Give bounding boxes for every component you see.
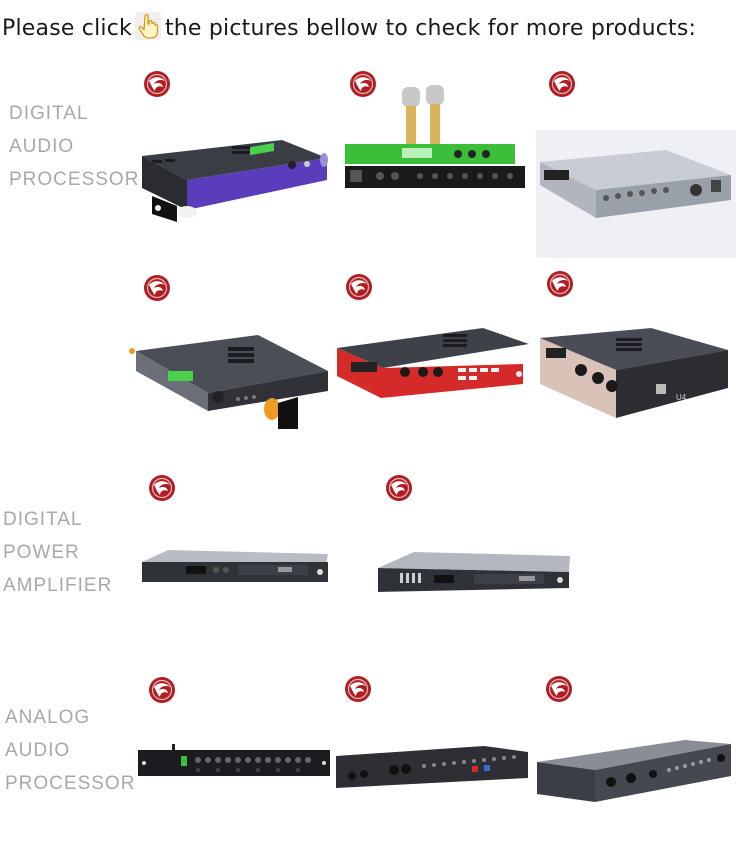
- category-line: AUDIO: [5, 740, 71, 761]
- page-header: Please click the pictures bellow to check…: [2, 12, 696, 41]
- category-label-analog-audio-processor: ANALOG AUDIO PROCESSOR: [5, 701, 135, 800]
- category-line: AMPLIFIER: [3, 575, 113, 596]
- brand-badge-icon[interactable]: [148, 474, 176, 502]
- product-image-digital-processor-orange[interactable]: [128, 333, 333, 438]
- category-line: DIGITAL: [9, 103, 89, 124]
- pointing-hand-icon: [134, 12, 161, 40]
- header-text-after: the pictures bellow to check for more pr…: [164, 16, 697, 41]
- lcd-display: [168, 371, 193, 381]
- brand-badge-icon[interactable]: [548, 70, 576, 98]
- category-line: AUDIO: [9, 136, 75, 157]
- brand-badge-icon[interactable]: [143, 70, 171, 98]
- lcd-display: [546, 348, 566, 358]
- product-image-digital-processor-purple[interactable]: [132, 138, 332, 228]
- brand-badge-icon[interactable]: [345, 273, 373, 301]
- brand-badge-icon[interactable]: [143, 274, 171, 302]
- header-text-before: Please click: [2, 16, 132, 41]
- category-line: PROCESSOR: [5, 773, 136, 794]
- category-label-digital-power-amplifier: DIGITAL POWER AMPLIFIER: [3, 503, 112, 602]
- category-line: PROCESSOR: [9, 169, 140, 190]
- product-image-power-amplifier-1[interactable]: [138, 548, 334, 588]
- model-label: U4: [676, 393, 687, 402]
- product-image-analog-processor-2[interactable]: [334, 744, 530, 790]
- category-line: ANALOG: [5, 707, 91, 728]
- lcd-display: [351, 362, 377, 372]
- category-line: POWER: [3, 542, 80, 563]
- product-image-digital-processor-champagne[interactable]: U4: [536, 326, 731, 426]
- brand-badge-icon[interactable]: [344, 675, 372, 703]
- brand-badge-icon[interactable]: [546, 270, 574, 298]
- product-image-analog-processor-3[interactable]: [535, 736, 735, 808]
- product-image-power-amplifier-2[interactable]: [374, 546, 572, 598]
- product-image-digital-processor-silver[interactable]: [536, 130, 736, 258]
- brand-badge-icon[interactable]: [545, 675, 573, 703]
- brand-badge-icon[interactable]: [148, 676, 176, 704]
- product-image-analog-processor-1[interactable]: [136, 744, 332, 778]
- lcd-display: [544, 170, 569, 180]
- product-image-karaoke-processor-mics[interactable]: [340, 82, 535, 197]
- category-line: DIGITAL: [3, 509, 83, 530]
- category-label-digital-audio-processor: DIGITAL AUDIO PROCESSOR: [9, 97, 139, 196]
- brand-badge-icon[interactable]: [385, 474, 413, 502]
- lcd-display: [250, 142, 274, 156]
- product-image-digital-processor-red[interactable]: [333, 326, 531, 406]
